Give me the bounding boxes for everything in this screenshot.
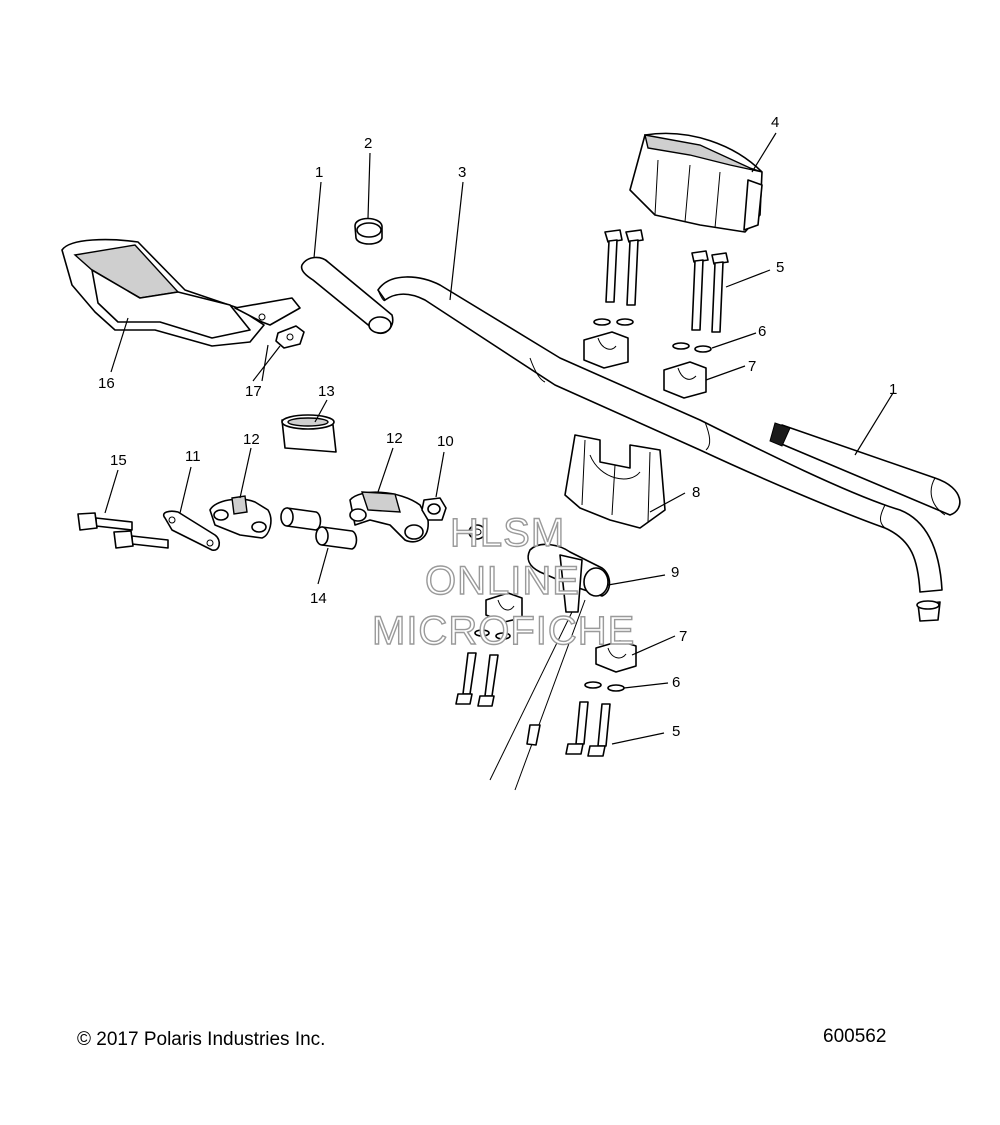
diagram-number: 600562 <box>823 1026 887 1047</box>
bar-end-plug <box>354 217 383 245</box>
callout-5-lower: 5 <box>672 723 680 740</box>
copyright-notice: © 2017 Polaris Industries Inc. <box>77 1029 326 1050</box>
right-grip <box>769 422 961 516</box>
spacer-upper <box>280 507 322 531</box>
callout-9: 9 <box>671 564 679 581</box>
bolt-set-top-right <box>691 250 729 333</box>
bolt-set-top-left <box>604 229 644 306</box>
left-grip <box>300 256 394 335</box>
callout-17: 17 <box>245 383 262 400</box>
link-plate <box>162 510 221 551</box>
small-fitting <box>468 524 486 540</box>
callout-7-lower: 7 <box>679 628 687 645</box>
mount-bolt-lower <box>113 530 169 549</box>
bolt-set-lower-left <box>455 652 499 707</box>
callout-13: 13 <box>318 383 335 400</box>
watermark: HLSM ONLINE MICROFICHE <box>371 510 635 653</box>
callout-11: 11 <box>185 448 201 465</box>
lower-clamp-right <box>595 640 637 673</box>
bolt-set-lower-right <box>565 701 611 757</box>
callout-10: 10 <box>437 433 454 450</box>
steering-post <box>489 543 611 791</box>
upper-clamp-top-right <box>663 361 707 399</box>
callout-6-top: 6 <box>758 323 766 340</box>
callout-15: 15 <box>110 452 127 469</box>
washers-top <box>593 318 712 353</box>
bushing-ring <box>281 414 337 453</box>
handlebar <box>377 276 943 593</box>
callout-14: 14 <box>310 590 327 607</box>
watermark-line-1: HLSM <box>450 511 565 555</box>
mount-clamp-left <box>209 495 272 539</box>
callout-1-right: 1 <box>889 381 897 398</box>
callout-3: 3 <box>458 164 466 181</box>
watermark-line-3: MICROFICHE <box>372 609 635 653</box>
hand-guard <box>61 238 301 347</box>
watermark-line-2: ONLINE <box>425 559 580 603</box>
callout-4: 4 <box>771 114 779 131</box>
mount-clamp-right <box>349 491 429 543</box>
bar-pad-cover <box>629 132 763 233</box>
guard-clamp <box>275 325 305 349</box>
callout-12-left: 12 <box>243 431 260 448</box>
callout-1-left: 1 <box>315 164 323 181</box>
callout-labels: 1 2 3 4 5 6 7 1 8 9 7 6 5 10 11 12 12 13… <box>98 114 897 740</box>
callout-8: 8 <box>692 484 700 501</box>
callout-7-top: 7 <box>748 358 756 375</box>
callout-12-right: 12 <box>386 430 403 447</box>
mount-bolt-upper <box>77 512 133 531</box>
callout-2: 2 <box>364 135 372 152</box>
handlebar-end-cap <box>916 600 941 622</box>
callout-5-top: 5 <box>776 259 784 276</box>
flange-nut <box>421 497 447 521</box>
spacer-lower <box>315 526 358 550</box>
bar-clamp-block <box>564 434 666 529</box>
callout-6-lower: 6 <box>672 674 680 691</box>
upper-clamp-top-left <box>583 331 629 369</box>
lower-clamp-left <box>485 592 523 623</box>
callout-16: 16 <box>98 375 115 392</box>
leader-lines <box>104 132 894 745</box>
